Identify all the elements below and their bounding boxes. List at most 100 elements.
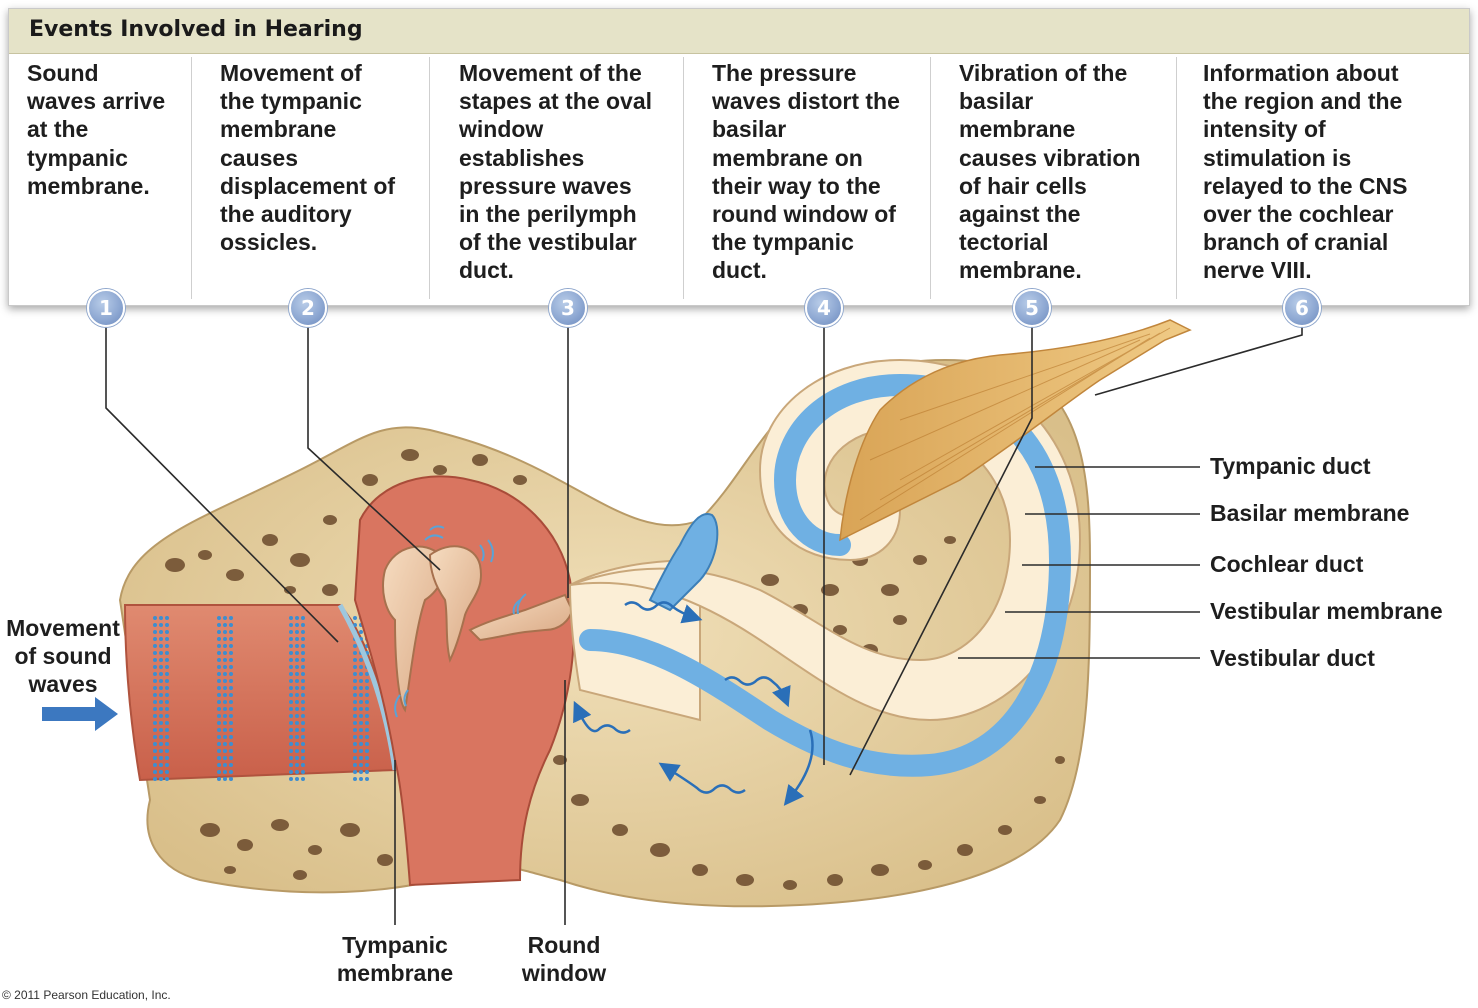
sound-wave-dot	[301, 686, 305, 690]
sound-wave-dot	[165, 721, 169, 725]
sound-wave-dot	[217, 672, 221, 676]
step-1-badge: 1	[87, 289, 125, 327]
sound-wave-dot	[295, 749, 299, 753]
sound-wave-dot	[295, 693, 299, 697]
sound-wave-dot	[229, 637, 233, 641]
sound-wave-dot	[301, 777, 305, 781]
sound-wave-dot	[365, 686, 369, 690]
sound-wave-dot	[359, 693, 363, 697]
sound-wave-dot	[229, 651, 233, 655]
sound-wave-dot	[353, 777, 357, 781]
sound-wave-dot	[153, 749, 157, 753]
sound-wave-dot	[359, 749, 363, 753]
sound-wave-dot	[223, 770, 227, 774]
sound-wave-dot	[223, 644, 227, 648]
sound-wave-dot	[217, 756, 221, 760]
sound-wave-dot	[359, 700, 363, 704]
sound-wave-dot	[365, 728, 369, 732]
sound-wave-dot	[301, 658, 305, 662]
sound-wave-dot	[159, 658, 163, 662]
sound-wave-dot	[301, 700, 305, 704]
sound-wave-dot	[165, 700, 169, 704]
sound-wave-dot	[229, 679, 233, 683]
sound-wave-dot	[301, 770, 305, 774]
sound-wave-dot	[289, 672, 293, 676]
sound-wave-dot	[159, 686, 163, 690]
sound-wave-dot	[229, 630, 233, 634]
sound-wave-dot	[153, 665, 157, 669]
sound-wave-dot	[229, 749, 233, 753]
copyright-text: © 2011 Pearson Education, Inc.	[2, 988, 171, 1002]
step-4-badge: 4	[805, 289, 843, 327]
sound-wave-dot	[289, 728, 293, 732]
sound-wave-dot	[223, 686, 227, 690]
sound-wave-dot	[153, 644, 157, 648]
sound-wave-dot	[365, 770, 369, 774]
sound-wave-dot	[295, 700, 299, 704]
sound-wave-dot	[301, 721, 305, 725]
sound-wave-dot	[295, 707, 299, 711]
step-5-badge: 5	[1013, 289, 1051, 327]
sound-wave-dot	[159, 623, 163, 627]
sound-wave-dot	[153, 756, 157, 760]
sound-wave-dot	[301, 735, 305, 739]
sound-wave-dot	[365, 672, 369, 676]
sound-wave-dot	[223, 728, 227, 732]
sound-wave-dot	[359, 721, 363, 725]
sound-wave-dot	[295, 644, 299, 648]
sound-wave-dot	[159, 742, 163, 746]
sound-wave-dot	[359, 714, 363, 718]
sound-wave-dot	[353, 672, 357, 676]
sound-wave-dot	[159, 700, 163, 704]
sound-wave-dot	[359, 679, 363, 683]
sound-wave-dot	[223, 707, 227, 711]
sound-wave-dot	[217, 658, 221, 662]
sound-wave-dot	[295, 616, 299, 620]
sound-wave-dot	[289, 658, 293, 662]
sound-wave-dot	[165, 763, 169, 767]
sound-wave-dot	[223, 763, 227, 767]
sound-wave-dot	[229, 700, 233, 704]
sound-wave-dot	[353, 686, 357, 690]
sound-wave-dot	[223, 658, 227, 662]
sound-wave-dot	[229, 686, 233, 690]
sound-wave-dot	[301, 630, 305, 634]
sound-wave-dot	[217, 665, 221, 669]
sound-wave-dot	[229, 728, 233, 732]
sound-wave-dot	[301, 742, 305, 746]
sound-wave-dot	[159, 693, 163, 697]
sound-wave-dot	[353, 707, 357, 711]
sound-wave-dot	[159, 721, 163, 725]
sound-wave-dot	[359, 777, 363, 781]
sound-wave-dot	[229, 672, 233, 676]
sound-wave-dot	[165, 644, 169, 648]
sound-wave-dot	[217, 714, 221, 718]
sound-wave-dot	[159, 770, 163, 774]
sound-wave-dot	[159, 735, 163, 739]
sound-wave-dot	[153, 770, 157, 774]
sound-wave-dot	[295, 623, 299, 627]
sound-wave-dot	[229, 707, 233, 711]
sound-wave-dot	[159, 756, 163, 760]
sound-wave-dot	[301, 672, 305, 676]
sound-wave-dot	[165, 749, 169, 753]
sound-wave-dot	[301, 665, 305, 669]
sound-wave-dot	[165, 777, 169, 781]
sound-wave-dot	[153, 679, 157, 683]
sound-wave-dot	[229, 721, 233, 725]
sound-wave-dot	[353, 658, 357, 662]
sound-wave-dot	[359, 742, 363, 746]
sound-wave-dot	[295, 728, 299, 732]
sound-wave-dot	[229, 665, 233, 669]
sound-wave-dot	[229, 616, 233, 620]
sound-wave-dot	[165, 679, 169, 683]
sound-wave-dot	[223, 630, 227, 634]
sound-wave-dot	[289, 735, 293, 739]
sound-wave-dot	[153, 672, 157, 676]
sound-wave-dot	[359, 756, 363, 760]
step-6-badge: 6	[1283, 289, 1321, 327]
sound-wave-dot	[217, 707, 221, 711]
sound-wave-dot	[217, 777, 221, 781]
sound-wave-dot	[165, 665, 169, 669]
label-vestibular-membrane: Vestibular membrane	[1210, 598, 1443, 625]
